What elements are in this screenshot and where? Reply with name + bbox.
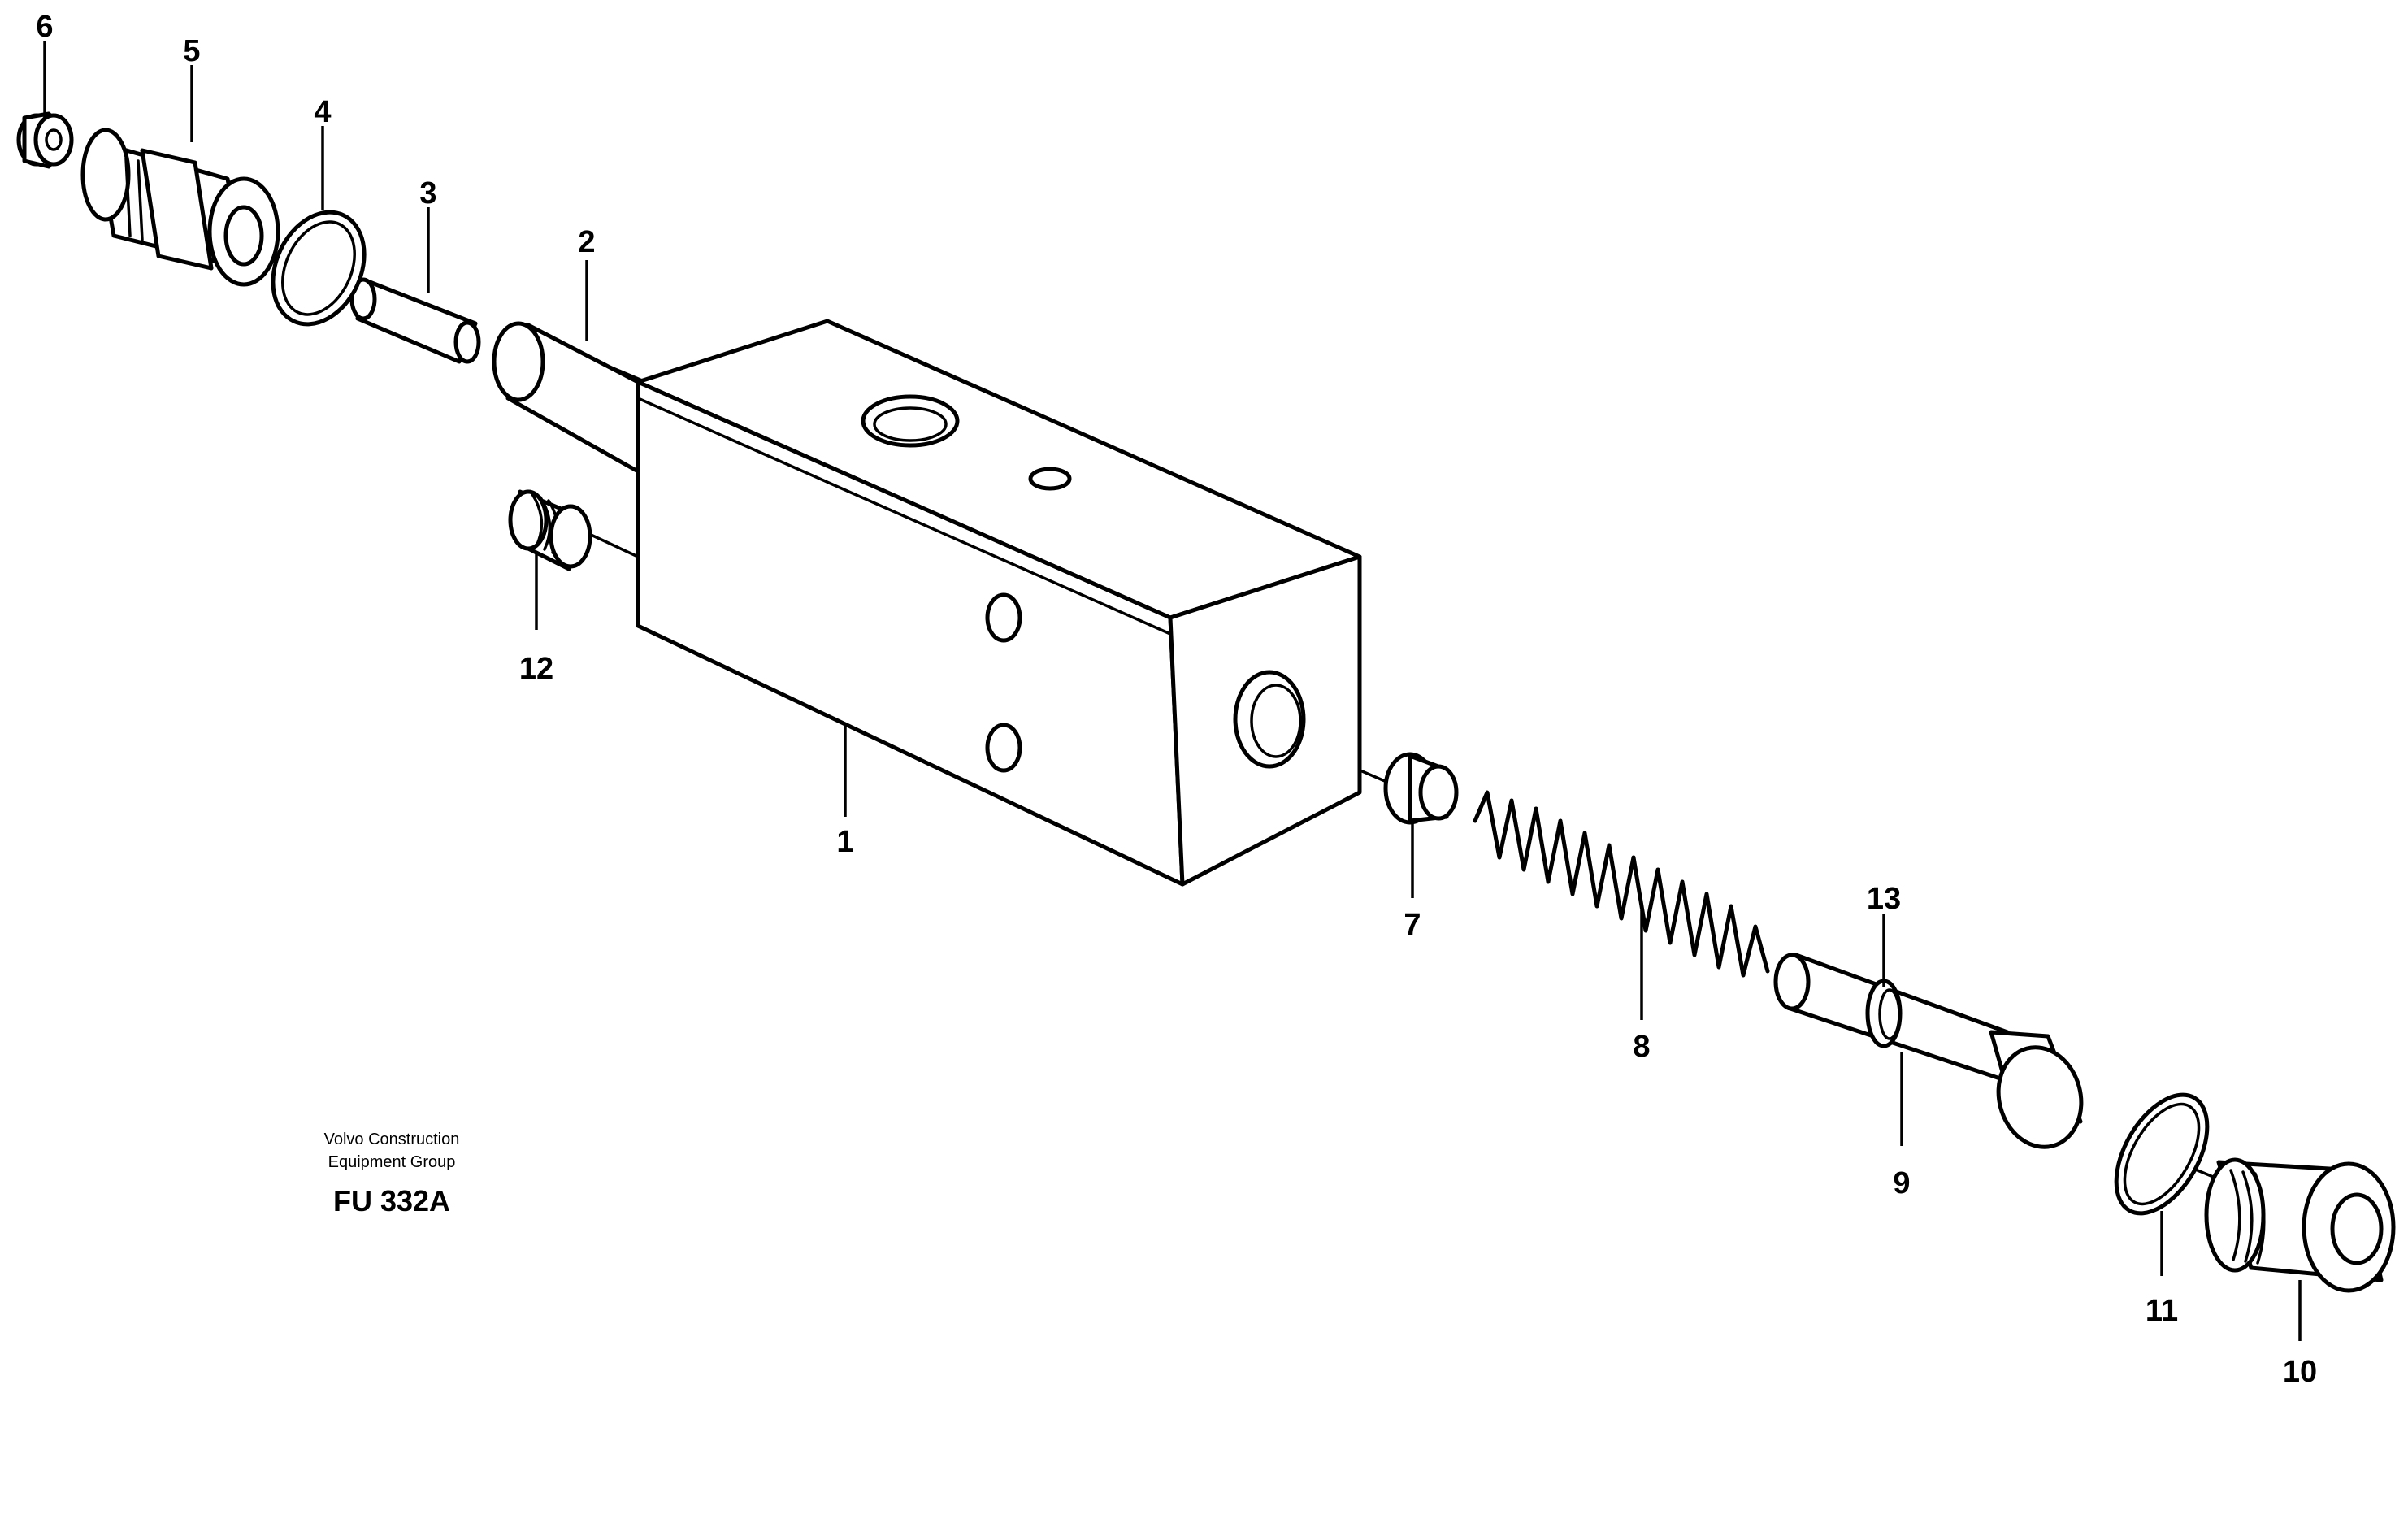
callout-labels: 6 5 4 3 2 1 12 7 8 13 9 11 10 [36,10,2317,1389]
spring-part-8 [1473,790,1770,978]
callout-9: 9 [1893,1166,1910,1200]
snap-ring-part-11 [2114,1092,2210,1216]
cap-part-6 [16,111,74,169]
poppet-seat-part-7 [1383,752,1459,825]
callout-7: 7 [1404,908,1421,942]
plug-part-12 [508,489,592,571]
callout-12: 12 [519,652,553,686]
callout-10: 10 [2283,1355,2317,1389]
end-plug-part-10 [2204,1157,2396,1293]
sleeve-part-2 [492,321,640,474]
callout-3: 3 [419,176,436,210]
o-ring-part-4 [271,210,367,327]
figure-code: FU 332A [333,1184,450,1217]
callout-11: 11 [2146,1294,2178,1328]
pin-part-3 [349,277,481,364]
manufacturer-line-1: Volvo Construction [324,1131,460,1148]
callout-5: 5 [183,34,200,68]
callout-8: 8 [1633,1030,1650,1064]
callout-2: 2 [578,225,595,259]
ring-part-13 [1865,979,1903,1048]
valve-housing-block [636,319,1362,887]
callout-1: 1 [836,825,853,859]
adapter-fitting-part-5 [80,128,280,287]
callout-13: 13 [1867,882,1901,916]
figure-credit: Volvo Construction Equipment Group FU 33… [324,1131,460,1217]
manufacturer-line-2: Equipment Group [328,1153,456,1171]
callout-6: 6 [36,10,53,44]
piston-part-9 [1773,953,2084,1149]
callout-4: 4 [314,95,331,129]
leader-lines [43,41,2302,1341]
